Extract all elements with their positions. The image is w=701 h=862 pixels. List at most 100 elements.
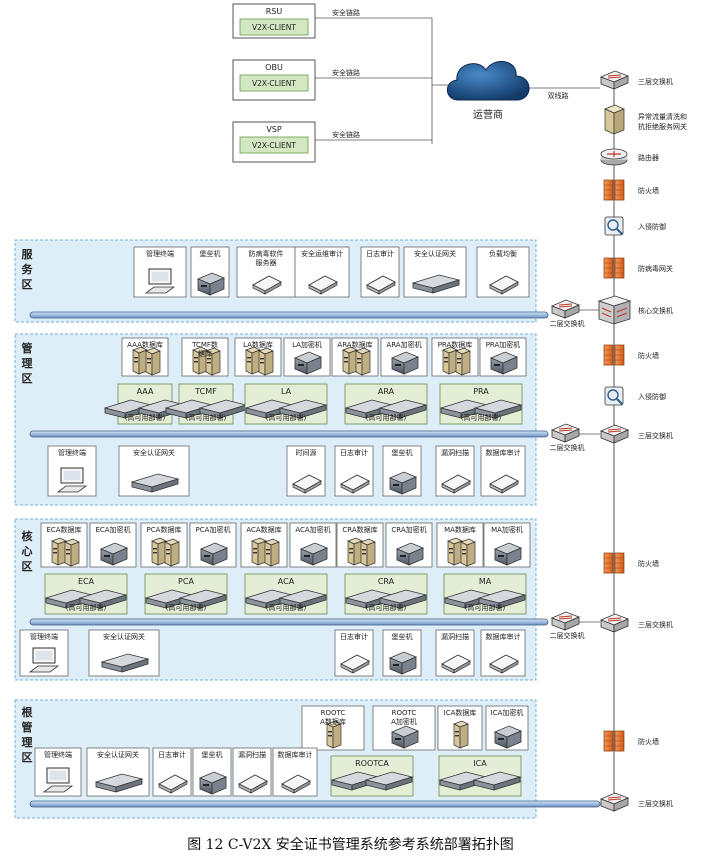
appliance-icon bbox=[299, 542, 329, 566]
device-label: 日志审计 bbox=[340, 632, 368, 641]
device-label: 管理终端 bbox=[30, 632, 58, 641]
appliance-icon bbox=[198, 771, 228, 795]
device-label: LA加密机 bbox=[292, 340, 322, 349]
slim-icon bbox=[158, 774, 188, 794]
device-label: ECA加密机 bbox=[95, 525, 130, 534]
client-badge bbox=[239, 136, 309, 154]
device-label: 时间源 bbox=[296, 448, 317, 457]
device-label: MA数据库 bbox=[444, 525, 476, 534]
chain-label: 三层交换机 bbox=[638, 620, 673, 629]
appliance-icon bbox=[293, 351, 323, 375]
group-note: (高可用部署) bbox=[366, 603, 407, 612]
group-note: (高可用部署) bbox=[266, 603, 307, 612]
l2-switch-label: 二层交换机 bbox=[550, 631, 585, 640]
chain-label: 三层交换机 bbox=[638, 431, 673, 440]
group-title: MA bbox=[479, 577, 492, 586]
cloud-label: 运营商 bbox=[473, 108, 503, 121]
dbs-icon bbox=[360, 538, 376, 567]
dbs-icon bbox=[347, 537, 363, 566]
zone-name: 区 bbox=[22, 372, 33, 385]
zone-name: 管 bbox=[22, 341, 33, 355]
group-note: (高可用部署) bbox=[366, 413, 407, 422]
appliance-icon bbox=[390, 351, 420, 375]
client-badge bbox=[239, 18, 309, 36]
device-label: 数据库审计 bbox=[278, 750, 313, 759]
device-label: CRA加密机 bbox=[391, 525, 426, 534]
device-label: ARA加密机 bbox=[386, 340, 421, 349]
server-rack-icon bbox=[473, 399, 523, 419]
client-title: VSP bbox=[266, 125, 282, 134]
dbs-icon bbox=[455, 347, 471, 376]
appliance-icon bbox=[199, 542, 229, 566]
zone-name: 区 bbox=[22, 560, 33, 573]
device-label: ARA数据库 bbox=[337, 340, 372, 349]
device-label: ROOTC bbox=[392, 709, 417, 717]
chain-label: 核心交换机 bbox=[638, 306, 673, 315]
server-rack-icon bbox=[278, 399, 328, 419]
device-label: PRA数据库 bbox=[438, 340, 473, 349]
slim-icon bbox=[340, 654, 370, 674]
server-rack-icon bbox=[278, 589, 328, 609]
group-note: (高可用部署) bbox=[66, 603, 107, 612]
slim-icon bbox=[489, 275, 519, 295]
group-title: LA bbox=[281, 387, 292, 396]
slim-icon bbox=[292, 474, 322, 494]
dbs-icon bbox=[164, 538, 180, 567]
group-note: (高可用部署) bbox=[465, 603, 506, 612]
device-label: 漏洞扫描 bbox=[238, 750, 266, 759]
device-label: PRA加密机 bbox=[486, 340, 521, 349]
zone-name: 核 bbox=[22, 529, 33, 543]
device-label: ICA数据库 bbox=[444, 708, 477, 717]
chain-label: 防火墙 bbox=[638, 351, 659, 360]
core-icon bbox=[597, 295, 632, 325]
rack-icon bbox=[94, 773, 144, 793]
dbs-icon bbox=[245, 346, 261, 375]
ips-icon bbox=[604, 216, 624, 236]
chain-label: 异常流量清洗和 bbox=[638, 112, 687, 121]
group-title: TCMF bbox=[194, 387, 217, 396]
secure-link-label: 安全链路 bbox=[332, 130, 360, 139]
rack-icon bbox=[100, 653, 150, 673]
dual-line-label: 双线路 bbox=[548, 91, 569, 100]
zone-name: 理 bbox=[22, 357, 33, 370]
secure-link-label: 安全链路 bbox=[332, 68, 360, 77]
core-bus bbox=[29, 618, 549, 626]
dbs-icon bbox=[145, 347, 161, 376]
slim-icon bbox=[281, 774, 311, 794]
db1-icon bbox=[453, 720, 469, 749]
device-label: 据库 bbox=[198, 349, 212, 358]
appliance-icon bbox=[390, 725, 420, 749]
pc-icon bbox=[56, 467, 88, 493]
chain-label: 入侵防御 bbox=[638, 222, 666, 231]
group-note: (高可用部署) bbox=[166, 603, 207, 612]
zone-name: 区 bbox=[22, 751, 33, 764]
dbs-icon bbox=[460, 538, 476, 567]
chain-label: 防火墙 bbox=[638, 186, 659, 195]
device-label: TCMF数 bbox=[191, 340, 218, 349]
device-label: 日志审计 bbox=[366, 249, 394, 258]
zone-name: 管 bbox=[22, 720, 33, 734]
server-rack-icon bbox=[78, 589, 128, 609]
device-label: 安全运维审计 bbox=[301, 249, 343, 258]
pc-icon bbox=[42, 767, 74, 793]
device-label: 日志审计 bbox=[340, 448, 368, 457]
root-bus bbox=[29, 800, 601, 808]
switch-icon bbox=[599, 613, 630, 633]
server-rack-icon bbox=[378, 399, 428, 419]
slim-icon bbox=[238, 774, 268, 794]
chain-label: 路由器 bbox=[638, 153, 659, 162]
device-label: 负载均衡 bbox=[489, 249, 517, 258]
appliance-icon bbox=[388, 651, 418, 675]
firewall-icon bbox=[603, 257, 625, 279]
chain-label: 三层交换机 bbox=[638, 77, 673, 86]
device-label: 管理终端 bbox=[146, 249, 174, 258]
chain-label: 防火墙 bbox=[638, 737, 659, 746]
zone-name: 服 bbox=[22, 248, 34, 261]
dbs-icon bbox=[51, 537, 67, 566]
device-box bbox=[272, 747, 318, 797]
dbs-icon bbox=[258, 347, 274, 376]
chain-label: 防病毒网关 bbox=[638, 264, 673, 273]
zone-name: 理 bbox=[22, 736, 33, 749]
device-label: A加密机 bbox=[391, 717, 417, 726]
device-label: 堡垒机 bbox=[200, 249, 221, 258]
